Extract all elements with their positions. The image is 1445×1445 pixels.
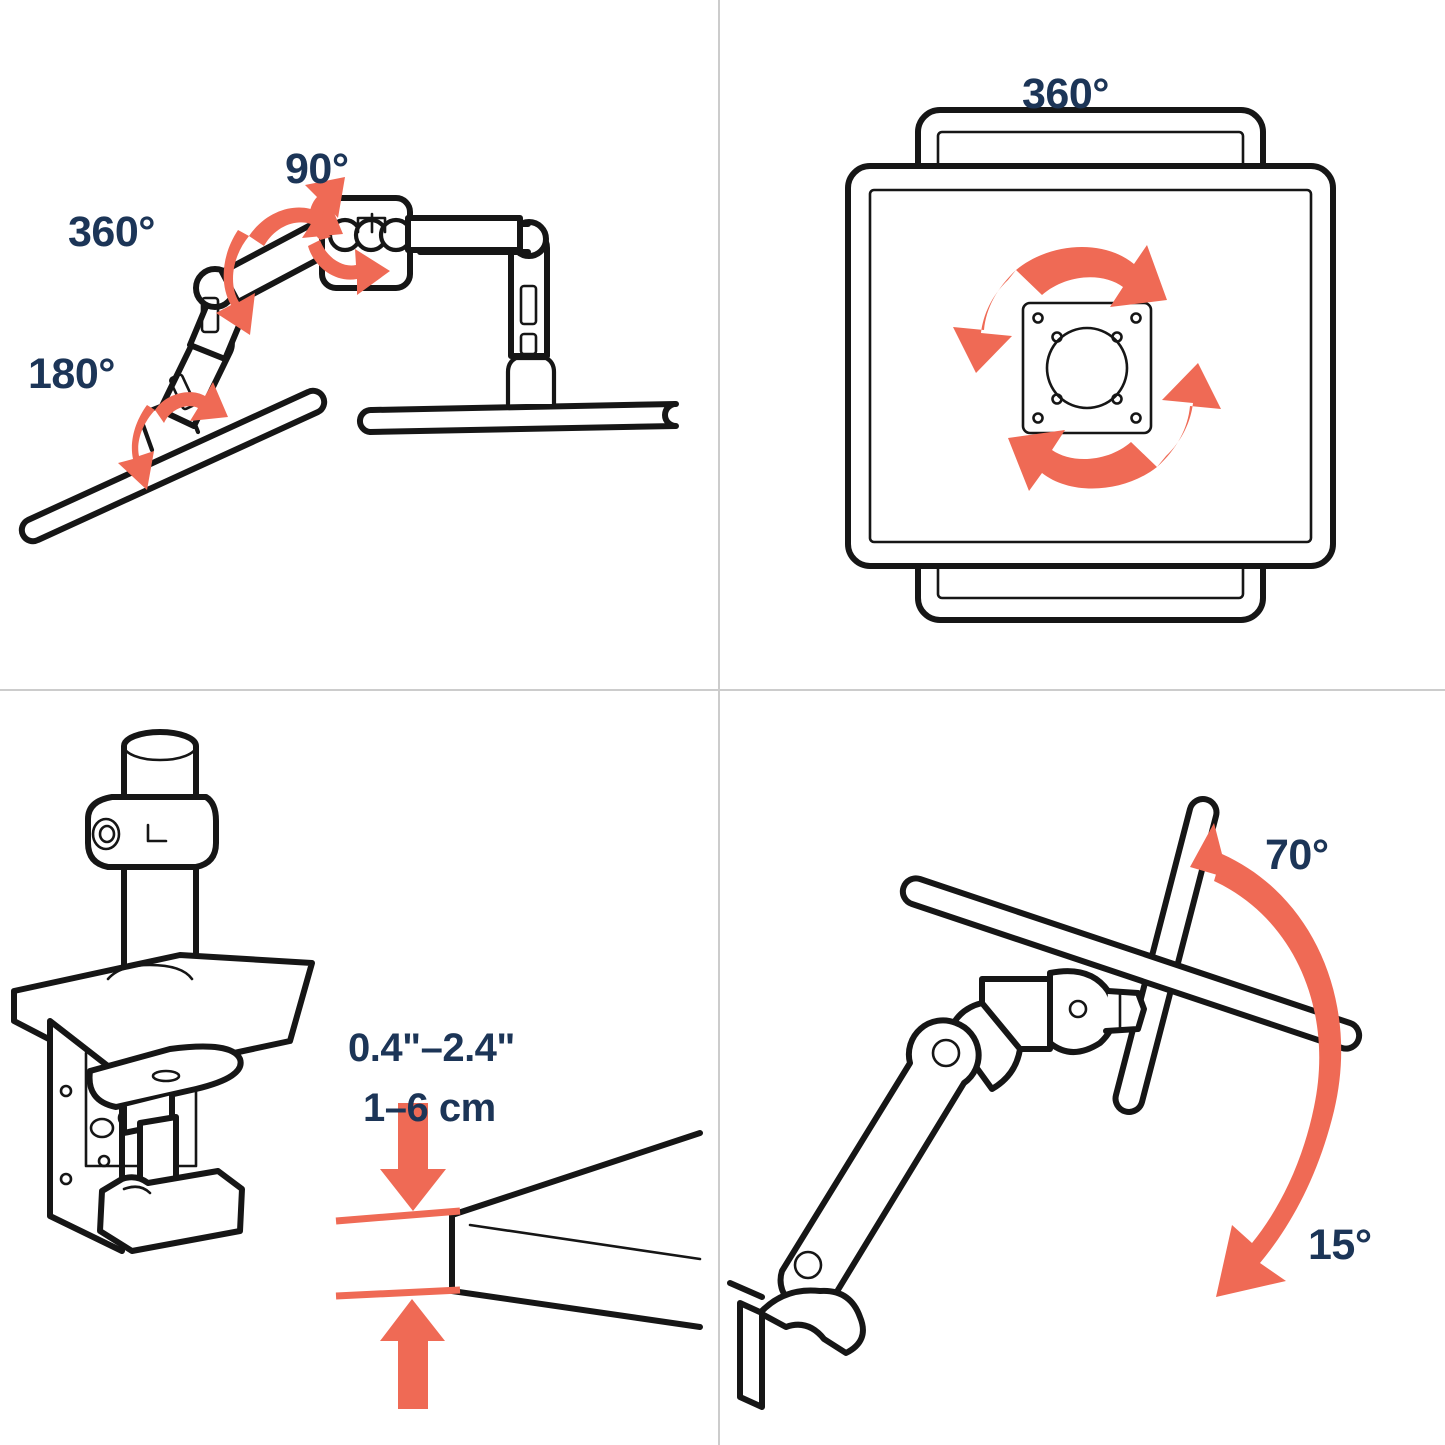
rotation-arrow-screen-360 <box>953 245 1221 491</box>
desk-edge <box>449 1130 703 1330</box>
desk-bottom-marker <box>335 1286 461 1300</box>
thickness-arrow-down <box>380 1103 446 1211</box>
rotation-arrow-90 <box>305 177 390 295</box>
clamp-top-plate <box>11 952 315 1080</box>
panel-arm-rotation: 360° 90° 180° <box>0 0 718 689</box>
horizontal-divider <box>0 689 1445 691</box>
vesa-plate <box>1021 301 1153 435</box>
monitor-profile-upright <box>1112 796 1220 1115</box>
label-desk-thickness-inches: 0.4"–2.4" <box>348 1026 515 1070</box>
desk-clamp-illustration <box>11 729 703 1409</box>
tilt-arm-segments <box>727 1000 1023 1410</box>
monitor-landscape-outline <box>845 163 1336 569</box>
label-pivot-360: 360° <box>68 208 155 256</box>
label-tilt-forward-15: 15° <box>1308 1221 1372 1269</box>
screen-tilt-illustration <box>727 796 1363 1410</box>
tilt-sweep-arrow <box>1190 823 1342 1297</box>
panel-screen-tilt: 70° 15° <box>720 691 1445 1445</box>
label-pivot-180: 180° <box>28 350 115 398</box>
panel-desk-clamp: 0.4"–2.4" 1–6 cm <box>0 691 718 1445</box>
clamp-lower-jaw <box>97 1114 245 1254</box>
panel-screen-rotation: 360° <box>720 0 1445 689</box>
rotation-arrow-180 <box>118 382 228 490</box>
desk-top-marker <box>335 1207 461 1225</box>
label-pivot-90: 90° <box>285 145 349 193</box>
screen-rotation-illustration <box>845 107 1336 623</box>
monitor-profile-tilted <box>899 875 1363 1052</box>
label-screen-rotation-360: 360° <box>1022 70 1109 118</box>
arm-tilted-base <box>18 387 328 545</box>
label-tilt-back-70: 70° <box>1265 831 1329 879</box>
arm-upright-reference <box>356 219 679 435</box>
arm-rotation-illustration <box>18 177 679 545</box>
label-desk-thickness-cm: 1–6 cm <box>363 1086 496 1130</box>
pole-collar <box>85 794 219 870</box>
vertical-divider <box>718 0 720 1445</box>
thickness-arrow-up <box>380 1299 445 1409</box>
